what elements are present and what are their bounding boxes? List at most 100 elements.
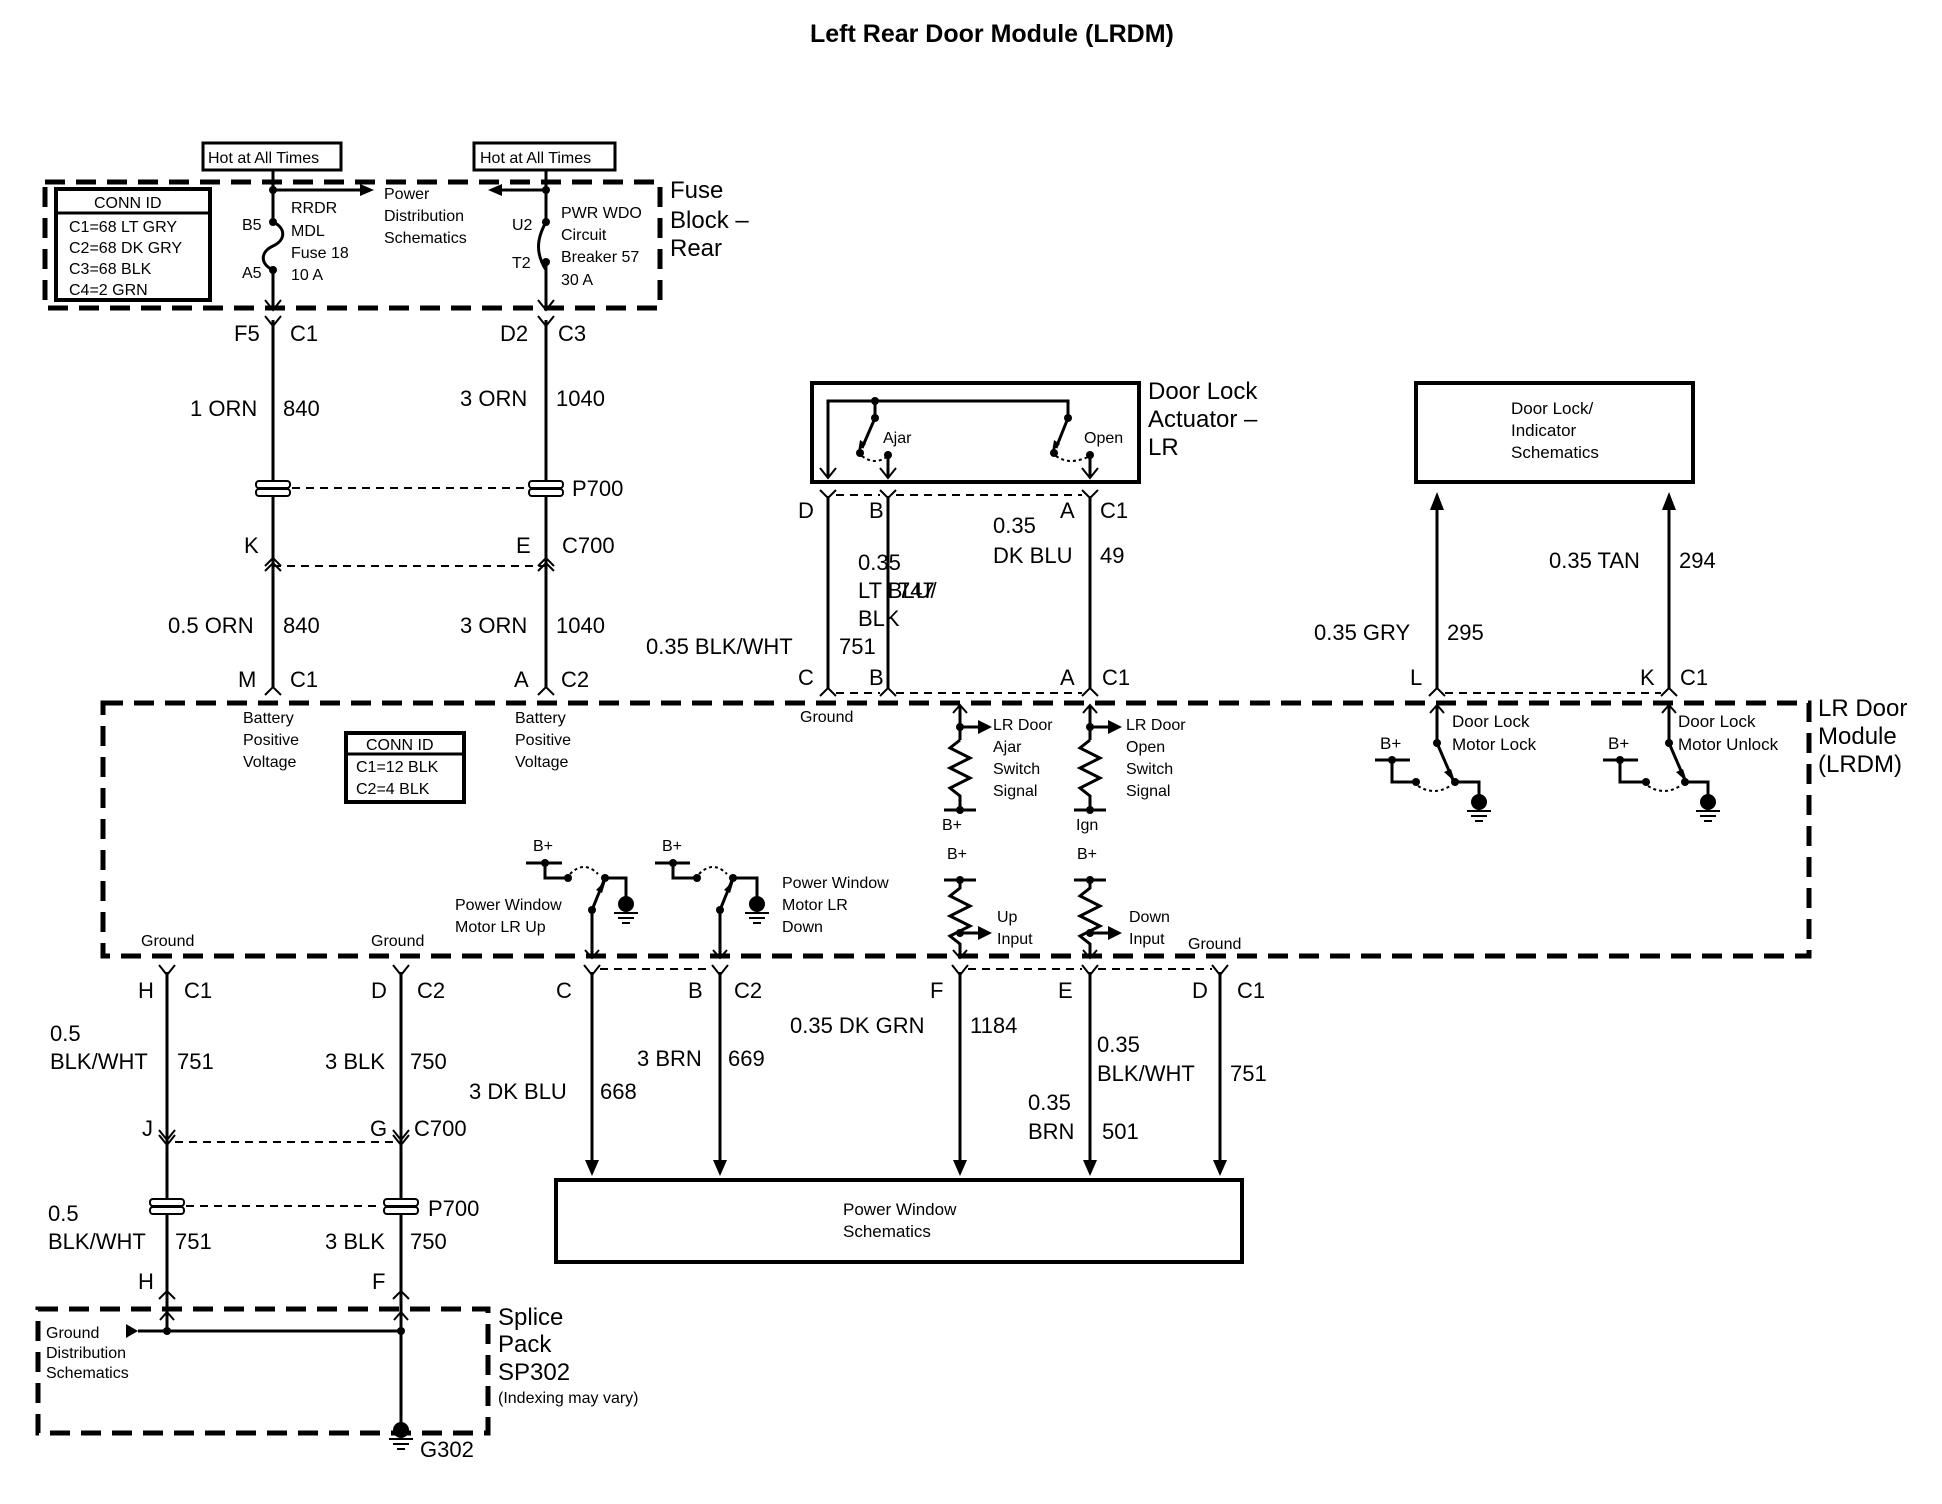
svg-text:L: L [1410,665,1422,690]
svg-text:BLK/WHT: BLK/WHT [1097,1061,1195,1086]
down-input-circuit: B+ Down Input [1074,846,1170,960]
svg-text:Ajar: Ajar [883,430,912,447]
svg-text:F: F [930,978,943,1003]
svg-text:BLK: BLK [858,606,900,631]
ground-label: Ground [371,933,424,950]
svg-text:751: 751 [177,1049,214,1074]
svg-text:Splice: Splice [498,1304,563,1331]
svg-text:Input: Input [997,931,1033,948]
svg-text:C2: C2 [417,978,445,1003]
lrdm-outline [100,700,1812,959]
svg-text:T2: T2 [512,255,531,272]
door-lock-motor-lock-switch: Door Lock Motor Lock B+ [1375,703,1537,822]
svg-text:Block –: Block – [670,207,749,234]
svg-text:C700: C700 [414,1116,467,1141]
open-switch-signal-circuit: LR Door Open Switch Signal Ign [1074,703,1186,834]
ground-label: Ground [1188,936,1241,953]
diagram-title: Left Rear Door Module (LRDM) [810,20,1174,48]
circuit-1040: D2 C3 3 ORN 1040 E C700 3 ORN 1040 A C2 [460,315,615,696]
svg-text:Schematics: Schematics [384,230,467,247]
svg-text:Actuator –: Actuator – [1148,406,1258,433]
svg-text:C2=68 DK GRY: C2=68 DK GRY [69,240,182,257]
svg-text:0.5 ORN: 0.5 ORN [168,613,254,638]
power-window-motor-down-switch: B+ Power Window Motor LR Down [655,838,889,960]
svg-text:K: K [244,533,259,558]
svg-text:30 A: 30 A [561,272,593,289]
svg-text:SP302: SP302 [498,1359,570,1386]
svg-text:P700: P700 [428,1196,479,1221]
svg-text:Voltage: Voltage [243,754,296,771]
svg-text:CONN ID: CONN ID [366,737,434,754]
svg-text:668: 668 [600,1079,637,1104]
svg-text:0.35 GRY: 0.35 GRY [1314,620,1411,645]
svg-text:D: D [371,978,387,1003]
power-window-schematics-box[interactable]: Power Window Schematics [554,1178,1244,1264]
svg-text:Positive: Positive [243,732,299,749]
svg-text:C1: C1 [1100,498,1128,523]
svg-text:0.35: 0.35 [858,550,901,575]
svg-text:LR Door: LR Door [1818,695,1907,722]
svg-text:MDL: MDL [291,223,325,240]
svg-text:C3: C3 [558,321,586,346]
battery-positive-voltage-label: Battery Positive Voltage Battery Positiv… [243,710,571,771]
svg-text:C: C [556,978,572,1003]
svg-text:A5: A5 [242,265,262,282]
svg-text:C1: C1 [1237,978,1265,1003]
svg-text:B: B [688,978,703,1003]
svg-text:Up: Up [997,909,1018,926]
svg-text:C2: C2 [734,978,762,1003]
lrdm-conn-id-table: CONN ID C1=12 BLK C2=4 BLK [344,731,466,804]
svg-text:Down: Down [782,919,823,936]
svg-text:LR: LR [1148,434,1179,461]
svg-text:D: D [1192,978,1208,1003]
svg-text:C1: C1 [1102,665,1130,690]
circuit-840: F5 C1 1 ORN 840 K 0.5 ORN 840 M C1 [168,315,320,696]
door-lock-actuator-lr: Door Lock Actuator – LR Ajar Open [810,378,1258,484]
ground-circuit-751: H C1 0.5 BLK/WHT 751 J 0.5 BLK/WHT 751 H [48,972,214,1320]
svg-text:Battery: Battery [243,710,294,727]
svg-text:Input: Input [1129,931,1165,948]
door-lock-indicator-schematics-box[interactable]: Door Lock/ Indicator Schematics [1414,381,1695,484]
svg-text:Down: Down [1129,909,1170,926]
svg-text:C1=68 LT GRY: C1=68 LT GRY [69,219,177,236]
svg-text:Hot at All Times: Hot at All Times [480,150,591,167]
ground-g302-label: G302 [420,1437,474,1462]
svg-text:(LRDM): (LRDM) [1818,751,1902,778]
door-lock-actuator-wires: D B A C1 0.35 BLK/WHT 751 0.35 LT BLU/ B… [646,489,1130,697]
svg-text:D: D [798,498,814,523]
svg-text:C1: C1 [1680,665,1708,690]
svg-text:751: 751 [839,634,876,659]
svg-text:B+: B+ [1380,734,1401,753]
svg-text:3 BLK: 3 BLK [325,1229,385,1254]
svg-text:C1=12 BLK: C1=12 BLK [356,759,439,776]
svg-text:BRN: BRN [1028,1119,1074,1144]
svg-text:0.35 DK GRN: 0.35 DK GRN [790,1013,925,1038]
indicator-wires: 0.35 GRY 295 0.35 TAN 294 L K C1 [1314,492,1716,697]
svg-text:Fuse: Fuse [670,177,723,204]
svg-text:C700: C700 [562,533,615,558]
fuse-block-rear: Fuse Block – Rear Hot at All Times Hot a… [42,141,749,312]
power-window-motor-up-switch: B+ Power Window Motor LR Up [455,838,638,960]
svg-text:A: A [1060,498,1075,523]
svg-text:750: 750 [410,1049,447,1074]
svg-text:Fuse 18: Fuse 18 [291,245,349,262]
svg-text:F: F [372,1269,385,1294]
ground-g302-icon [393,1422,409,1438]
svg-text:Switch: Switch [993,761,1040,778]
svg-text:B+: B+ [1077,846,1097,863]
power-distribution-ref: Power Distribution Schematics [384,186,467,247]
svg-text:C4=2 GRN: C4=2 GRN [69,282,148,299]
power-window-wires: C 3 DK BLU 668 B C2 3 BRN 669 F 0.35 DK … [469,972,1267,1176]
svg-text:Motor Lock: Motor Lock [1452,735,1537,754]
svg-text:Pack: Pack [498,1331,552,1358]
svg-text:Hot at All Times: Hot at All Times [208,150,319,167]
svg-text:C2: C2 [561,667,589,692]
svg-text:DK BLU: DK BLU [993,543,1072,568]
svg-text:B: B [869,498,884,523]
svg-text:0.35: 0.35 [993,513,1036,538]
svg-text:501: 501 [1102,1119,1139,1144]
svg-text:49: 49 [1100,543,1124,568]
svg-text:B+: B+ [662,838,682,855]
svg-text:Power Window: Power Window [782,875,889,892]
svg-text:K: K [1640,665,1655,690]
